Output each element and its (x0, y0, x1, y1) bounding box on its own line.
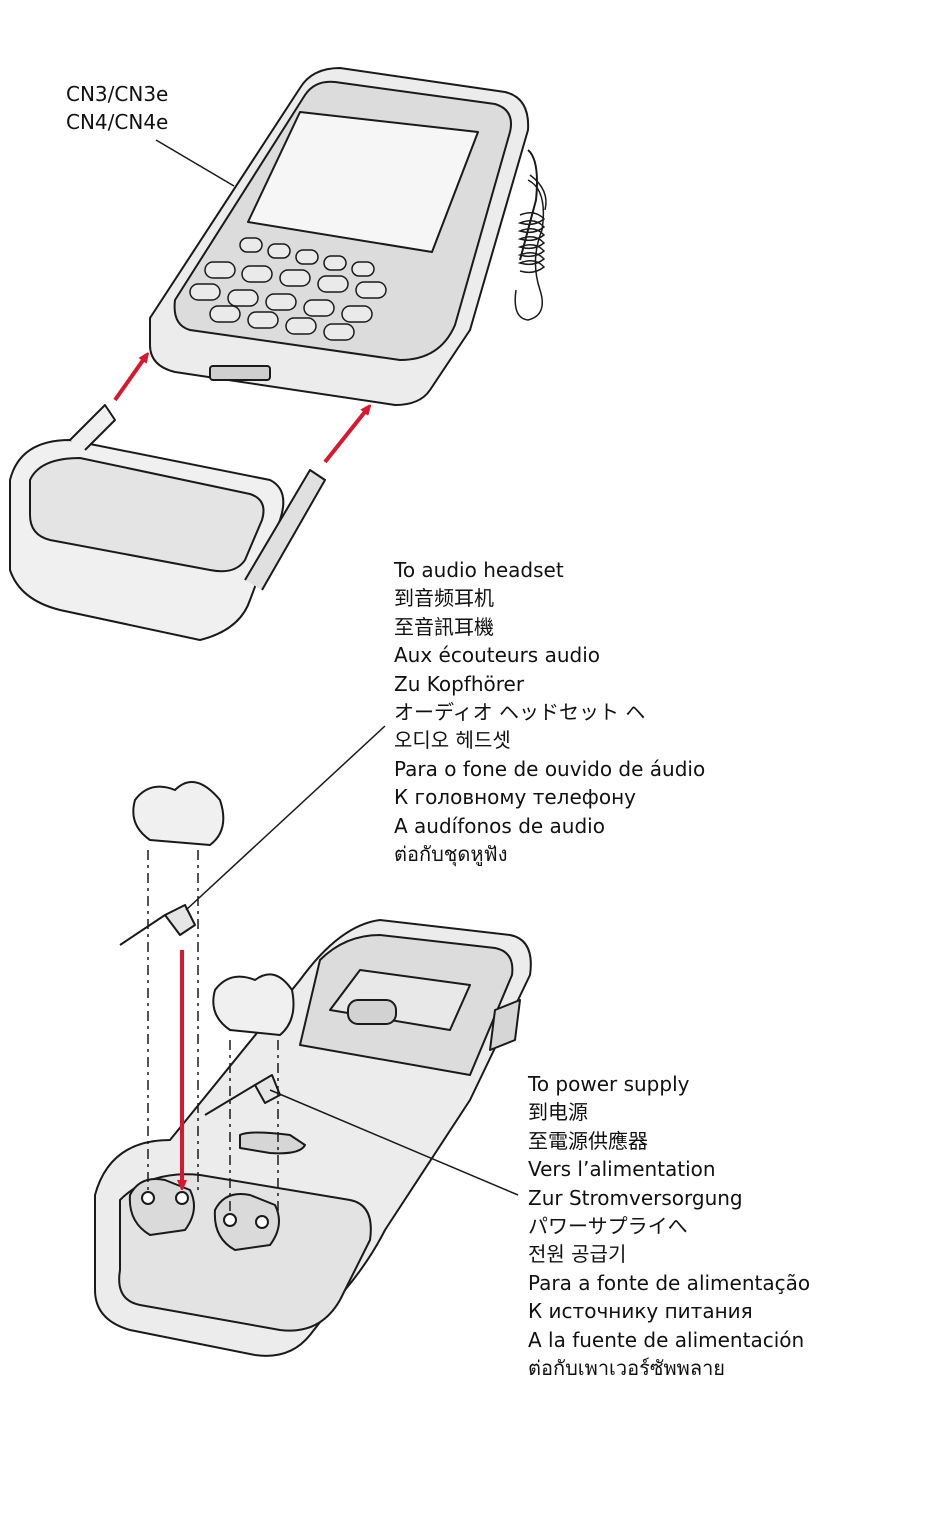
audio-label-line: К головному телефону (394, 785, 636, 810)
audio-leader-line (185, 725, 386, 911)
power-label-line: ต่อกับเพาเวอร์ซัพพลาย (528, 1356, 726, 1381)
audio-label-line: ต่อกับชุดหูฟัง (394, 842, 508, 867)
assembly-arrows (113, 356, 368, 464)
power-label-line: Vers l’alimentation (528, 1157, 716, 1182)
power-leader-line (269, 1089, 519, 1196)
audio-label-line: Zu Kopfhörer (394, 671, 525, 696)
audio-label-line: 至音訊耳機 (394, 614, 494, 639)
audio-label-line: Para o fone de ouvido de áudio (394, 756, 706, 781)
audio-label-line: To audio headset (394, 558, 564, 582)
connector-hardware (119, 781, 295, 1251)
audio-label-line: 到音频耳机 (394, 586, 494, 611)
coiled-lanyard (517, 174, 547, 274)
model-label: CN3/CN3e CN4/CN4e (66, 80, 168, 136)
alignment-guides (147, 850, 279, 1215)
power-supply-label: To power supply 到电源 至電源供應器 Vers l’alimen… (528, 1070, 810, 1382)
power-label-line: To power supply (528, 1072, 690, 1096)
model-leader-line (155, 139, 235, 187)
handheld-computer-back (94, 919, 532, 1357)
bottom-cap (9, 404, 326, 641)
model-label-line: CN4/CN4e (66, 110, 169, 134)
power-label-line: 전원 공급기 (528, 1242, 627, 1267)
power-label-line: Para a fonte de alimentação (528, 1270, 811, 1295)
power-label-line: 到电源 (528, 1100, 588, 1125)
audio-label-line: オーディオ ヘッドセット ヘ (394, 700, 646, 725)
power-label-line: К источнику питания (528, 1299, 753, 1324)
audio-headset-label: To audio headset 到音频耳机 至音訊耳機 Aux écouteu… (394, 556, 705, 868)
audio-label-line: 오디오 헤드셋 (394, 728, 511, 753)
model-label-line: CN3/CN3e (66, 82, 169, 106)
audio-label-line: A audífonos de audio (394, 813, 605, 838)
audio-label-line: Aux écouteurs audio (394, 643, 601, 668)
power-label-line: パワーサプライへ (528, 1214, 688, 1239)
power-label-line: Zur Stromversorgung (528, 1185, 743, 1210)
handheld-computer-front (149, 67, 545, 406)
power-label-line: 至電源供應器 (528, 1128, 648, 1153)
power-label-line: A la fuente de alimentación (528, 1327, 805, 1352)
